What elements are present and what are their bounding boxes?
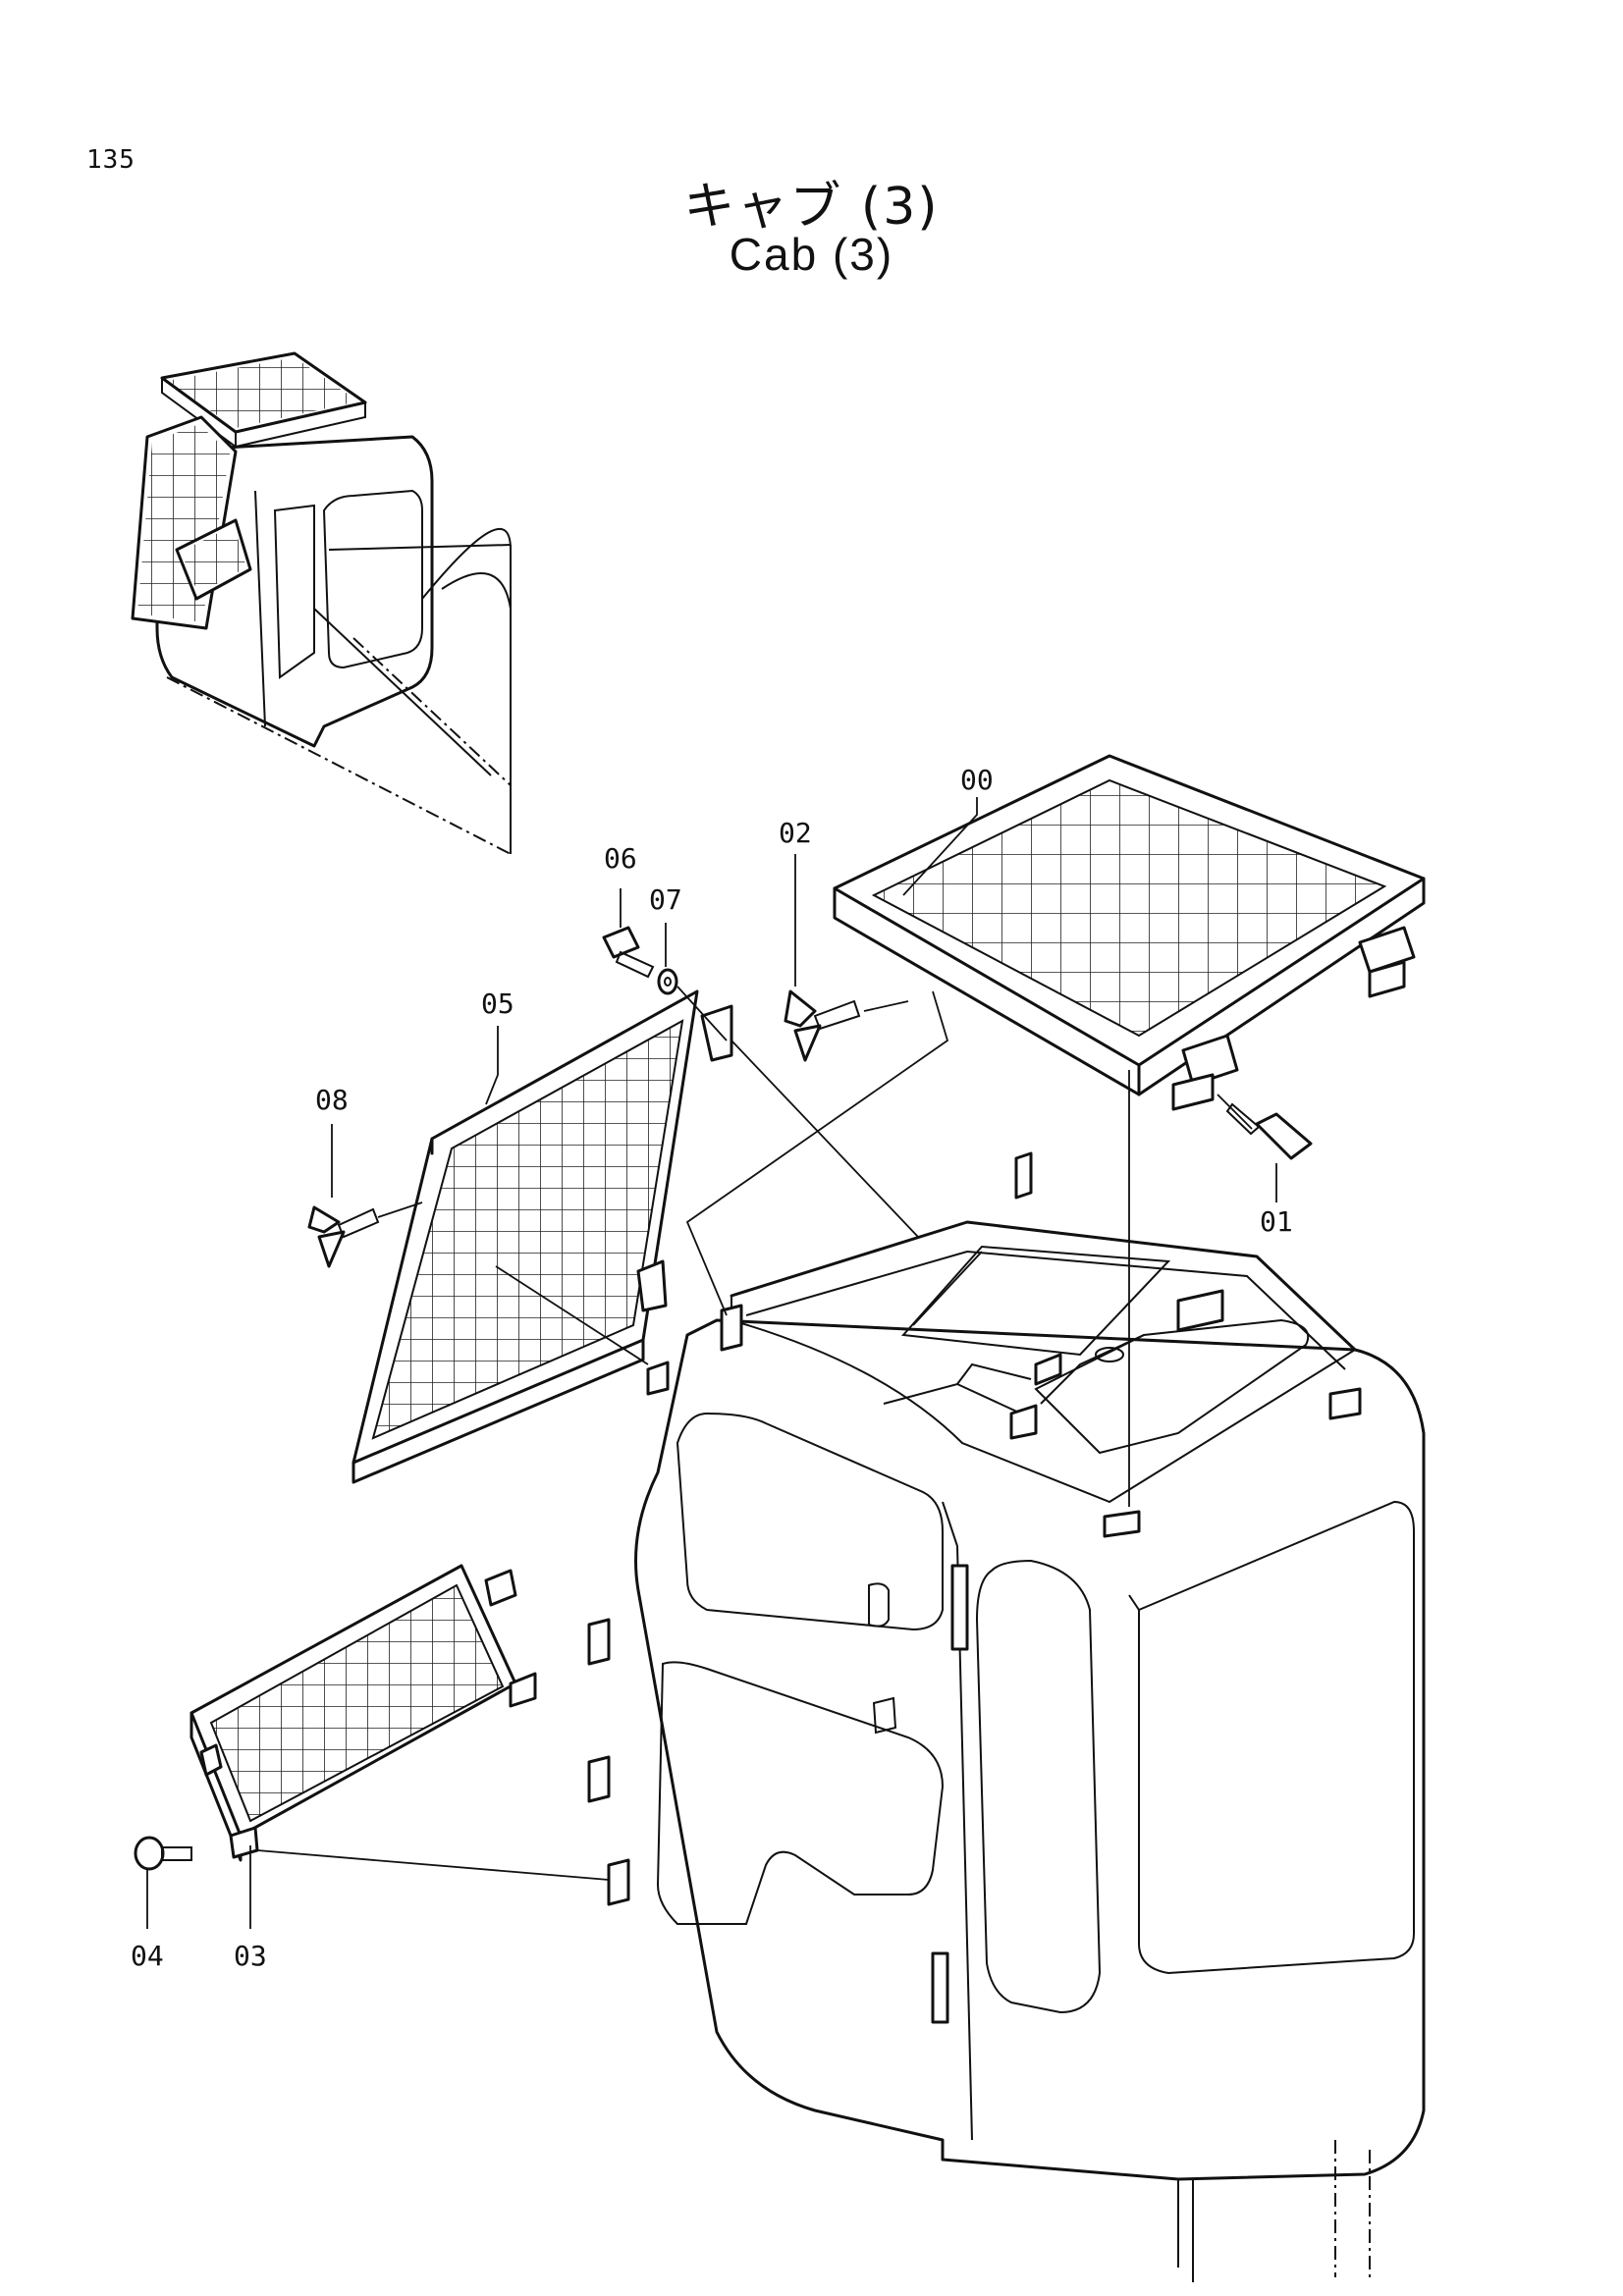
fastener-02-wing-bolt (784, 989, 861, 1062)
label-00: 00 (960, 764, 994, 796)
label-07: 07 (649, 883, 682, 916)
label-06: 06 (604, 842, 637, 875)
label-03: 03 (234, 1940, 267, 1972)
title-japanese: キャブ (3) (683, 178, 940, 237)
label-05: 05 (481, 988, 514, 1020)
label-01: 01 (1260, 1205, 1293, 1238)
fastener-06-bolt (602, 926, 655, 979)
fastener-07-washer (657, 968, 678, 995)
fastener-08-wing-bolt (307, 1205, 380, 1268)
fastener-01-bolt (1225, 1102, 1313, 1160)
cab-body (587, 1151, 1426, 2282)
part-side-guard (352, 989, 733, 1484)
label-02: 02 (779, 817, 812, 849)
page-number: 135 (86, 145, 135, 175)
label-04: 04 (131, 1940, 164, 1972)
part-lower-guard (189, 1564, 537, 1862)
overview-illustration (131, 351, 512, 855)
leader-lines (146, 797, 1277, 1929)
label-08: 08 (315, 1084, 349, 1116)
fastener-04-bolt (134, 1836, 192, 1871)
title-english: Cab (3) (729, 229, 894, 280)
part-top-guard (833, 754, 1426, 1111)
